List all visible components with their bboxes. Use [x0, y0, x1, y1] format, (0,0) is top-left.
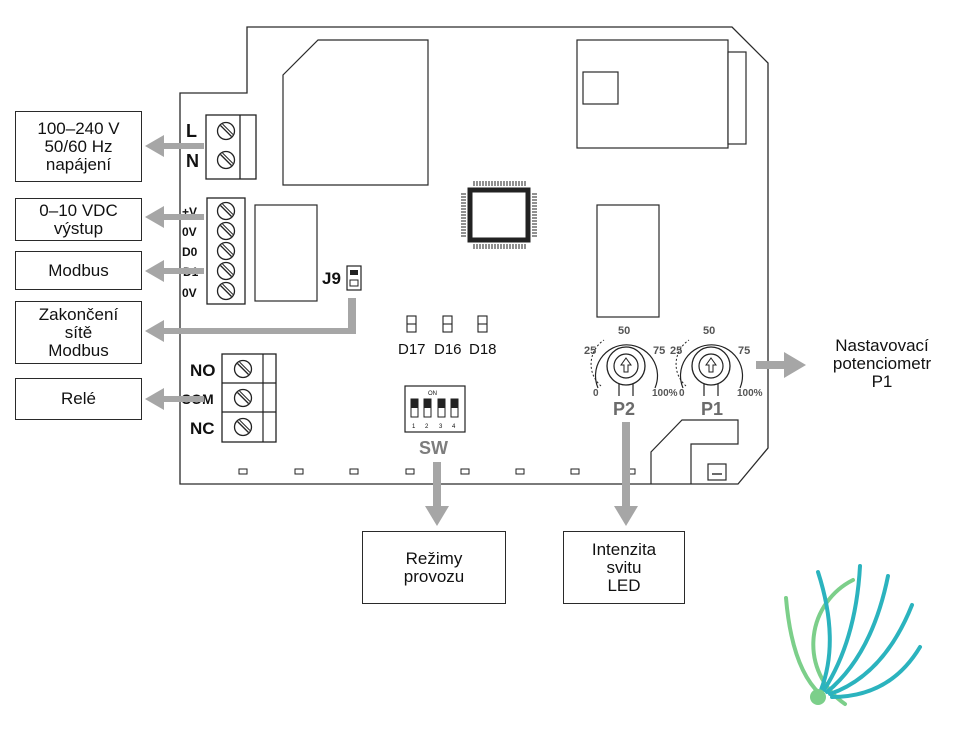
dip-on-label: ON: [428, 391, 437, 397]
p1-scale-50: 50: [703, 325, 715, 337]
pot-note-line-3: P1: [871, 372, 893, 391]
intensity-box-line-2: svitu: [606, 557, 642, 577]
jumper-j9: [346, 265, 362, 291]
p2-scale-0: 0: [593, 388, 599, 399]
relay-box-line-1: Relé: [61, 389, 96, 408]
led-label-d18: D18: [469, 341, 497, 358]
dip-switch: [404, 385, 466, 433]
terminal-label-d0: D0: [182, 245, 198, 259]
termination-box-line-2: sítě: [64, 322, 93, 342]
led-label-d17: D17: [398, 341, 426, 358]
p1-scale-100: 100%: [737, 388, 763, 399]
terminal-label-0v-a: 0V: [182, 225, 197, 239]
top-right-module: [576, 39, 747, 149]
brand-logo: [784, 564, 922, 706]
dip-number-2: 2: [425, 424, 429, 430]
terminal-label-l: L: [186, 121, 197, 141]
pot-note-line-2: potenciometr: [832, 354, 932, 373]
operating-modes-box: Režimy provozu: [362, 531, 506, 604]
microcontroller-chip: [461, 181, 537, 249]
p2-label: P2: [613, 399, 635, 419]
dip-label-sw: SW: [419, 438, 448, 458]
p1-label: P1: [701, 399, 723, 419]
power-box-line-2: 50/60 Hz: [44, 136, 113, 156]
pcb-cutout: [650, 419, 739, 484]
large-component: [282, 39, 429, 186]
modes-box-line-2: provozu: [403, 566, 465, 586]
jumper-label: J9: [322, 269, 341, 288]
led-indicators: [406, 315, 488, 333]
potentiometer-p2: [590, 339, 659, 396]
terminal-label-no: NO: [190, 361, 216, 380]
small-connector: [707, 463, 727, 481]
relay-terminal-block: [221, 353, 277, 443]
p1-scale-0: 0: [679, 388, 685, 399]
power-box-line-3: napájení: [45, 154, 112, 174]
dip-number-1: 1: [412, 424, 416, 430]
bus-component: [254, 204, 318, 302]
power-box-line-1: 100–240 V: [37, 118, 120, 138]
pot-note-line-1: Nastavovací: [835, 336, 929, 355]
bus-terminal-block: [206, 197, 246, 305]
intensity-box-line-3: LED: [607, 575, 641, 595]
intensity-box-line-1: Intenzita: [591, 539, 657, 559]
modes-box-line-1: Režimy: [405, 548, 463, 568]
power-supply-box: 100–240 V 50/60 Hz napájení: [15, 111, 142, 182]
potentiometer-p1: [675, 339, 744, 396]
power-terminal-block: [205, 114, 257, 180]
termination-box-line-1: Zakončení: [38, 304, 119, 324]
p1-scale-25: 25: [670, 345, 682, 357]
potentiometer-note: Nastavovací potenciometr P1: [812, 337, 952, 391]
edge-pads: [238, 468, 636, 475]
p2-scale-25: 25: [584, 345, 596, 357]
right-component: [596, 204, 660, 318]
modbus-box-line-1: Modbus: [48, 260, 109, 280]
p1-scale-75: 75: [738, 345, 750, 357]
termination-box: Zakončení sítě Modbus: [15, 301, 142, 364]
analog-output-box: 0–10 VDC výstup: [15, 198, 142, 241]
terminal-label-0v-b: 0V: [182, 286, 197, 300]
relay-box: Relé: [15, 378, 142, 420]
arrows: [145, 135, 806, 526]
analog-box-line-2: výstup: [53, 218, 104, 238]
analog-box-line-1: 0–10 VDC: [39, 200, 118, 220]
dip-number-3: 3: [439, 424, 443, 430]
p2-scale-100: 100%: [652, 388, 678, 399]
dip-number-4: 4: [452, 424, 456, 430]
p2-scale-50: 50: [618, 325, 630, 337]
led-label-d16: D16: [434, 341, 462, 358]
modbus-box: Modbus: [15, 251, 142, 290]
p2-scale-75: 75: [653, 345, 665, 357]
termination-box-line-3: Modbus: [48, 340, 109, 360]
led-intensity-box: Intenzita svitu LED: [563, 531, 685, 604]
terminal-label-n: N: [186, 151, 199, 171]
terminal-label-nc: NC: [190, 419, 215, 438]
